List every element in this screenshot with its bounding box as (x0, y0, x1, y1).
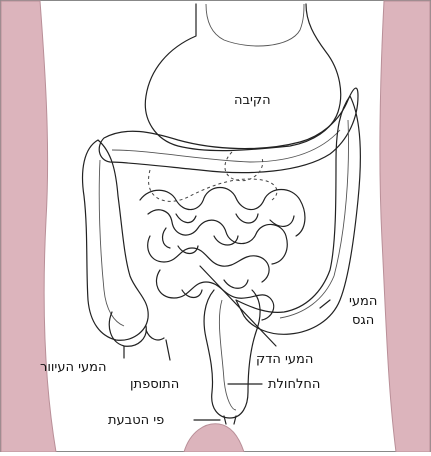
label-rectum: החלחולת (268, 377, 320, 392)
ascending-colon (83, 140, 149, 340)
label-large-intestine-line1: המעי (349, 294, 377, 309)
rectum-organ (204, 290, 260, 418)
stomach-organ (145, 4, 340, 151)
label-large-intestine-line2: הגס (352, 313, 374, 328)
leader-small-intestine (200, 266, 276, 346)
descending-colon (236, 96, 360, 334)
ascending-colon-band (99, 160, 124, 326)
label-anus: פי הטבעת (108, 413, 164, 428)
label-small-intestine: המעי הדק (256, 352, 313, 367)
pancreas-hidden (225, 152, 263, 181)
label-stomach: הקיבה (234, 93, 271, 108)
leader-appendix (166, 340, 170, 360)
left-torso-skin (1, 1, 56, 452)
transverse-colon (99, 88, 358, 172)
label-cecum: המעי העיוור (40, 360, 106, 375)
transverse-colon-band (112, 130, 340, 162)
appendix-organ (146, 330, 164, 340)
leader-large-intestine (320, 300, 330, 308)
right-torso-skin (380, 1, 430, 452)
duodenum-hidden (149, 170, 277, 201)
small-intestine-coils (140, 188, 305, 321)
stomach-fold (206, 4, 304, 46)
label-appendix: התוספתן (130, 377, 179, 392)
rectum-inner (219, 300, 236, 410)
crotch-skin (184, 424, 244, 452)
cecum (109, 312, 146, 346)
